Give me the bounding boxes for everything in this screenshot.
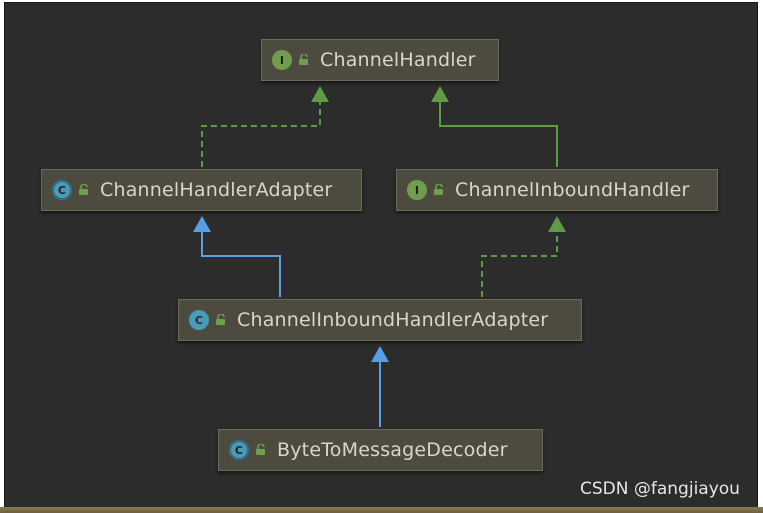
arrowhead-implements [548,216,566,232]
edge-inbound-handler-extends-handler [431,86,558,167]
arrowhead-hollow-implements [311,86,329,102]
node-label: ChannelInboundHandler [455,179,690,201]
unlock-icon [299,54,308,65]
bottom-border [0,507,763,513]
class-icon: C [189,310,209,330]
node-byte-to-message-decoder[interactable]: C ByteToMessageDecoder [218,429,543,471]
unlock-icon [79,184,88,195]
abstract-class-icon: C [52,180,72,200]
edge-inbound-adapter-extends-handler-adapter [193,216,281,297]
interface-icon: I [272,50,292,70]
node-label: ChannelHandler [320,49,476,71]
edge-inbound-adapter-implements-inbound-handler [481,216,566,297]
node-channel-handler-adapter[interactable]: C ChannelHandlerAdapter [41,169,362,211]
edge-decoder-extends-inbound-adapter [371,346,389,427]
edge-handler-adapter-implements-handler [201,86,329,167]
node-label: ChannelHandlerAdapter [100,179,333,201]
arrowhead-extends-class [371,346,389,362]
node-channel-inbound-handler[interactable]: I ChannelInboundHandler [396,169,718,211]
node-channel-handler[interactable]: I ChannelHandler [261,39,499,81]
node-channel-inbound-handler-adapter[interactable]: C ChannelInboundHandlerAdapter [178,299,582,341]
arrowhead-extends-class [193,216,211,232]
interface-icon: I [407,180,427,200]
unlock-icon [216,314,225,325]
node-label: ByteToMessageDecoder [277,439,508,461]
arrowhead-extends-interface [431,86,449,102]
unlock-icon [256,444,265,455]
unlock-icon [434,184,443,195]
node-label: ChannelInboundHandlerAdapter [237,309,549,331]
abstract-class-icon: C [229,440,249,460]
watermark: CSDN @fangjiayou [580,479,740,499]
